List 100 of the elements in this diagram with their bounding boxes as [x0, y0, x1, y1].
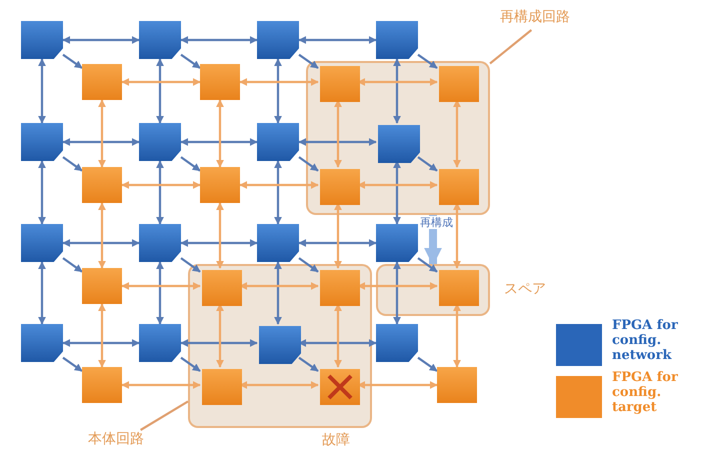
- fpga-box: [139, 324, 181, 362]
- region-frame: [306, 61, 490, 215]
- fpga-box: [437, 367, 477, 403]
- fpga-box: [257, 123, 299, 161]
- arrow: [453, 303, 461, 368]
- fpga-box: [257, 224, 299, 262]
- leader-line: [140, 400, 189, 431]
- legend-text: FPGA for config. target: [612, 370, 679, 415]
- arrow: [62, 36, 140, 44]
- arrow: [98, 99, 106, 168]
- arrow: [38, 58, 46, 124]
- arrow: [239, 381, 319, 389]
- arrow: [62, 138, 140, 146]
- fpga-box: [82, 167, 122, 203]
- arrow: [180, 138, 258, 146]
- arrow: [180, 156, 201, 172]
- arrow: [239, 181, 319, 189]
- arrow: [298, 339, 377, 347]
- leader-line: [489, 29, 532, 64]
- fpga-box: [200, 64, 240, 100]
- arrow: [417, 257, 438, 273]
- fpga-box: [82, 64, 122, 100]
- arrow: [357, 181, 438, 189]
- arrow: [38, 261, 46, 325]
- arrow: [393, 160, 401, 225]
- fpga-box: [21, 21, 63, 59]
- arrow: [121, 381, 201, 389]
- arrow: [180, 339, 258, 347]
- legend-text: FPGA for config. network: [612, 318, 679, 363]
- fpga-box: [378, 125, 420, 163]
- fpga-box: [139, 21, 181, 59]
- fpga-box: [439, 270, 479, 306]
- arrow: [156, 160, 164, 225]
- fpga-box: [320, 169, 360, 205]
- arrow: [334, 303, 342, 368]
- arrow: [298, 36, 377, 44]
- arrow: [393, 58, 401, 124]
- arrow: [38, 160, 46, 225]
- arrow: [180, 239, 258, 247]
- fpga-box: [202, 369, 242, 405]
- arrow: [239, 78, 319, 86]
- arrow: [62, 356, 83, 372]
- arrow: [298, 257, 319, 273]
- arrow: [62, 54, 83, 69]
- arrow: [62, 257, 83, 273]
- arrow: [121, 181, 201, 189]
- fpga-box: [376, 21, 418, 59]
- fpga-box: [202, 270, 242, 306]
- arrow: [298, 138, 377, 146]
- arrow: [298, 156, 319, 172]
- fpga-box: [376, 324, 418, 362]
- fpga-box: [320, 66, 360, 102]
- region-label: 再構成回路: [500, 8, 590, 30]
- arrow: [180, 356, 201, 372]
- fpga-box: [200, 167, 240, 203]
- fpga-box: [259, 326, 301, 364]
- arrow: [334, 99, 342, 168]
- arrow: [216, 303, 224, 368]
- fpga-box: [320, 270, 360, 306]
- arrow: [417, 356, 438, 372]
- arrow: [62, 156, 83, 172]
- fpga-box: [21, 324, 63, 362]
- arrow: [298, 356, 319, 372]
- fpga-box: [82, 367, 122, 403]
- arrow: [424, 215, 442, 266]
- edge-label: 再構成: [419, 216, 454, 228]
- side-label: スペア: [504, 280, 546, 298]
- arrow: [298, 54, 319, 69]
- arrow: [453, 99, 461, 168]
- arrow: [180, 54, 201, 69]
- arrow: [62, 239, 140, 247]
- arrow: [216, 99, 224, 168]
- arrow: [156, 261, 164, 325]
- arrow: [239, 282, 319, 290]
- fpga-box: [21, 123, 63, 161]
- arrow: [156, 58, 164, 124]
- arrow: [357, 78, 438, 86]
- region-label: 本体回路: [88, 430, 160, 450]
- fpga-box: [257, 21, 299, 59]
- arrow: [357, 381, 438, 389]
- fpga-box: [82, 268, 122, 304]
- fpga-box: [139, 224, 181, 262]
- arrow: [298, 239, 377, 247]
- arrow: [121, 78, 201, 86]
- arrow: [274, 261, 282, 325]
- arrow: [453, 202, 461, 269]
- fpga-box: [439, 66, 479, 102]
- arrow: [334, 202, 342, 269]
- fpga-box: [439, 169, 479, 205]
- arrow: [216, 202, 224, 269]
- side-label: 故障: [322, 431, 350, 449]
- arrow: [357, 282, 438, 290]
- arrow: [180, 257, 201, 273]
- arrow: [180, 36, 258, 44]
- arrow: [121, 282, 201, 290]
- fpga-box: [21, 224, 63, 262]
- arrow: [98, 303, 106, 368]
- arrow: [274, 160, 282, 225]
- arrow: [417, 156, 438, 172]
- fpga-box: [139, 123, 181, 161]
